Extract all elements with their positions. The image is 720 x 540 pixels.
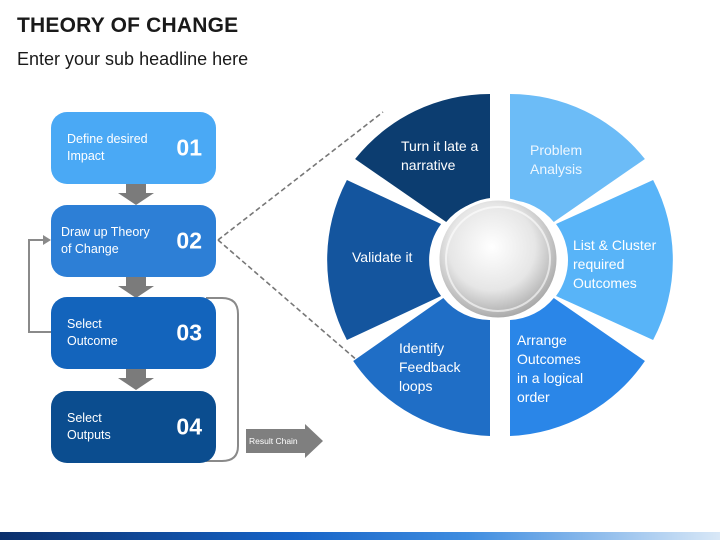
zoom-dashed-line-bottom <box>217 239 367 369</box>
wheel-segment-problem-analysis <box>510 93 645 222</box>
wheel-label-validate: Validate it <box>352 249 413 265</box>
wheel-segment-list-cluster <box>556 180 673 340</box>
step-define-impact: Define desired Impact 01 <box>51 112 216 184</box>
loop-arrowhead-icon <box>43 235 51 245</box>
page-subtitle: Enter your sub headline here <box>17 49 249 69</box>
step-label: Select Outcome <box>67 317 118 348</box>
result-chain-arrow <box>246 424 323 458</box>
down-arrow-icon <box>118 277 154 298</box>
footer-accent-bar <box>0 532 720 540</box>
down-arrow-icon <box>118 184 154 205</box>
feedback-loop-connector <box>28 239 51 333</box>
result-chain-label: Result Chain <box>249 436 298 446</box>
zoom-dashed-line-top <box>217 111 384 241</box>
step-number: 03 <box>176 319 202 346</box>
step-theory-of-change: Draw up Theory of Change 02 <box>51 205 216 277</box>
step-select-outputs: Select Outputs 04 <box>51 391 216 463</box>
wheel-label-problem-analysis: Problem Analysis <box>530 142 583 177</box>
wheel-segment-identify-feedback <box>353 298 490 436</box>
wheel-hub-highlight <box>445 206 551 312</box>
wheel-hub <box>436 197 560 321</box>
wheel-label-list-cluster: List & Cluster required Outcomes <box>573 237 657 291</box>
wheel-segment-validate <box>327 180 442 340</box>
step-label: Draw up Theory of Change <box>61 225 150 256</box>
step-number: 01 <box>176 134 202 161</box>
page-title: THEORY OF CHANGE <box>17 14 239 37</box>
wheel-label-identify-feedback: Identify Feedback loops <box>399 340 461 394</box>
step-select-outcome: Select Outcome 03 <box>51 297 216 369</box>
process-wheel <box>327 93 673 436</box>
wheel-label-arrange-outcomes: Arrange Outcomes in a logical order <box>517 332 584 405</box>
wheel-segment-arrange-outcomes <box>510 298 645 436</box>
step-label: Select Outputs <box>67 411 111 442</box>
step-label: Define desired Impact <box>67 132 148 163</box>
wheel-label-turn-narrative: Turn it late a narrative <box>401 138 479 173</box>
step-number: 04 <box>176 413 202 440</box>
wheel-segment-turn-narrative <box>355 93 490 222</box>
step-number: 02 <box>176 227 202 254</box>
result-chain-bracket <box>206 297 239 462</box>
down-arrow-icon <box>118 369 154 390</box>
